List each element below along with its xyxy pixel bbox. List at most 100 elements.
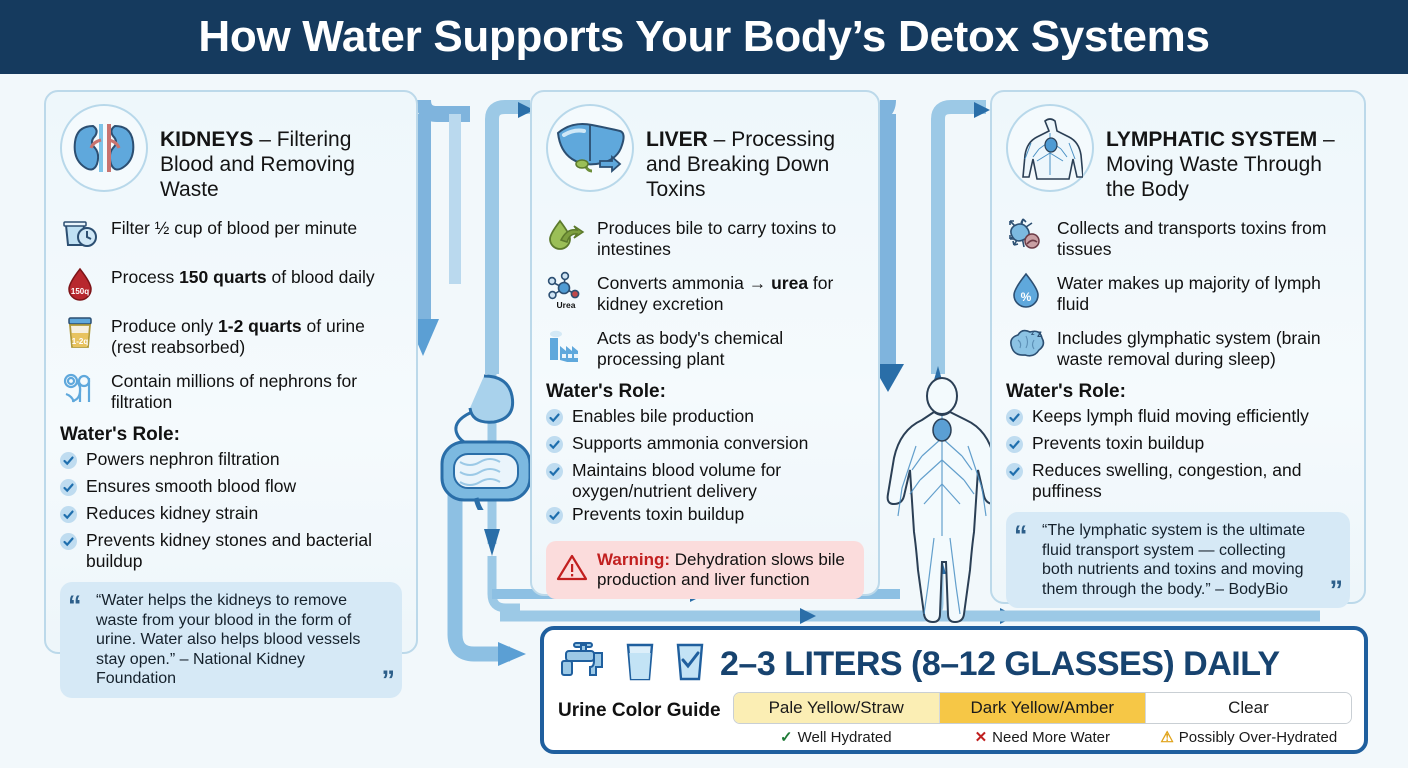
check-icon — [546, 409, 563, 431]
urine-guide-label: Urine Color Guide — [558, 700, 721, 721]
warning-mark-icon: ⚠ — [1160, 729, 1174, 746]
role-item: Reduces kidney strain — [60, 503, 402, 528]
fact-item: 150q Process 150 quarts of blood daily — [60, 265, 402, 303]
quote-text: “Water helps the kidneys to remove waste… — [96, 592, 361, 687]
panel-title-liver: LIVER – Processing and Breaking Down Tox… — [646, 102, 864, 202]
svg-text:Urea: Urea — [557, 300, 576, 310]
fact-text: Converts ammonia → urea for kidney excre… — [597, 273, 834, 314]
warning-text: Warning: Dehydration slows bile producti… — [597, 550, 845, 589]
panel-title-bold: KIDNEYS — [160, 128, 254, 151]
role-text: Prevents toxin buildup — [572, 504, 745, 524]
note-over-hydrated: ⚠ Possibly Over-Hydrated — [1146, 728, 1352, 747]
fact-text: Produces bile to carry toxins to intesti… — [597, 218, 837, 259]
panel-title-bold: LYMPHATIC SYSTEM — [1106, 128, 1318, 151]
brain-sleep-icon: z z — [1006, 326, 1046, 364]
nephron-icon — [60, 369, 100, 407]
fact-text: Filter ½ cup of blood per minute — [111, 218, 358, 238]
lymphatic-body-icon — [1022, 118, 1083, 180]
role-item: Keeps lymph fluid moving efficiently — [1006, 406, 1350, 431]
note-need-more-water: ✕ Need More Water — [939, 728, 1145, 747]
role-item: Prevents kidney stones and bacterial bui… — [60, 530, 402, 572]
fact-text: Water makes up majority of lymph fluid — [1057, 273, 1321, 314]
cross-mark-icon: ✕ — [974, 729, 988, 746]
note-text: Well Hydrated — [797, 728, 892, 746]
fact-text: Contain millions of nephrons for filtrat… — [111, 371, 358, 412]
note-text: Need More Water — [992, 728, 1110, 746]
facts-list: Collects and transports toxins from tiss… — [1006, 216, 1350, 370]
quote-box-lymphatic: “ “The lymphatic system is the ultimate … — [1006, 512, 1350, 608]
water-role-title: Water's Role: — [60, 424, 180, 445]
check-icon — [546, 463, 563, 485]
fact-text: Collects and transports toxins from tiss… — [1057, 218, 1327, 259]
svg-text:z: z — [1037, 329, 1042, 340]
role-item: Enables bile production — [546, 406, 864, 431]
svg-text:%: % — [1021, 290, 1032, 304]
water-role-title: Water's Role: — [1006, 381, 1126, 402]
fact-item: % Water makes up majority of lymph fluid — [1006, 271, 1350, 315]
liver-icon-circle — [546, 104, 634, 192]
check-icon — [60, 506, 77, 528]
check-mark-icon: ✓ — [780, 729, 793, 746]
fact-item: Collects and transports toxins from tiss… — [1006, 216, 1350, 260]
warning-box-liver: Warning: Dehydration slows bile producti… — [546, 541, 864, 599]
check-icon — [60, 479, 77, 501]
fact-text: Acts as body's chemical processing plant — [597, 328, 784, 369]
panel-header: KIDNEYS – Filtering Blood and Removing W… — [60, 102, 402, 202]
panel-title-rest: – Filtering Blood and Removing Waste — [160, 128, 355, 201]
fact-item: Urea Converts ammonia → urea for kidney … — [546, 271, 864, 315]
svg-text:150q: 150q — [71, 287, 89, 296]
role-text: Reduces swelling, congestion, and puffin… — [1032, 460, 1302, 501]
glass-water-icon — [620, 639, 660, 690]
role-text: Reduces kidney strain — [86, 503, 259, 523]
quote-close-icon: ” — [381, 664, 396, 695]
bile-drop-arrow-icon — [546, 216, 586, 254]
warning-triangle-icon — [556, 553, 588, 587]
fact-item: Filter ½ cup of blood per minute — [60, 216, 402, 254]
panel-title-rest: – Processing and Breaking Down Toxins — [646, 128, 836, 201]
note-well-hydrated: ✓ Well Hydrated — [733, 728, 939, 747]
swatch-pale-yellow[interactable]: Pale Yellow/Straw — [733, 693, 940, 723]
panel-header: LIVER – Processing and Breaking Down Tox… — [546, 102, 864, 202]
panel-header: LYMPHATIC SYSTEM – Moving Waste Through … — [1006, 102, 1350, 202]
quote-open-icon: “ — [1014, 520, 1028, 550]
facts-list: Produces bile to carry toxins to intesti… — [546, 216, 864, 370]
lymphatic-icon-circle — [1006, 104, 1094, 192]
check-icon — [60, 533, 77, 555]
role-text: Enables bile production — [572, 406, 754, 426]
role-text: Maintains blood volume for oxygen/nutrie… — [572, 460, 782, 501]
role-item: Supports ammonia conversion — [546, 433, 864, 458]
role-item: Ensures smooth blood flow — [60, 476, 402, 501]
water-role-list: Keeps lymph fluid moving efficiently Pre… — [1006, 406, 1350, 502]
quote-close-icon: ” — [1329, 575, 1344, 605]
role-text: Prevents kidney stones and bacterial bui… — [86, 530, 372, 571]
panel-kidneys: KIDNEYS – Filtering Blood and Removing W… — [44, 90, 418, 698]
faucet-icon — [558, 639, 610, 690]
panel-lymphatic: LYMPHATIC SYSTEM – Moving Waste Through … — [990, 90, 1366, 608]
cup-clock-icon — [60, 216, 100, 254]
water-drop-percent-icon: % — [1006, 271, 1046, 309]
daily-intake-banner: 2–3 LITERS (8–12 GLASSES) DAILY Urine Co… — [540, 626, 1368, 754]
panel-title-kidneys: KIDNEYS – Filtering Blood and Removing W… — [160, 102, 402, 202]
role-item: Reduces swelling, congestion, and puffin… — [1006, 460, 1350, 502]
swatch-clear[interactable]: Clear — [1145, 693, 1351, 723]
fact-item: Produces bile to carry toxins to intesti… — [546, 216, 864, 260]
fact-item: Contain millions of nephrons for filtrat… — [60, 369, 402, 413]
check-icon — [1006, 436, 1023, 458]
kidneys-icon — [73, 124, 135, 172]
quote-open-icon: “ — [68, 590, 82, 620]
check-icon — [1006, 463, 1023, 485]
role-item: Prevents toxin buildup — [1006, 433, 1350, 458]
swatch-dark-amber[interactable]: Dark Yellow/Amber — [939, 693, 1146, 723]
check-icon — [546, 436, 563, 458]
water-role-list: Enables bile production Supports ammonia… — [546, 406, 864, 529]
panel-liver: LIVER – Processing and Breaking Down Tox… — [530, 90, 880, 599]
urine-guide-notes: ✓ Well Hydrated ✕ Need More Water ⚠ Poss… — [733, 728, 1352, 747]
role-text: Prevents toxin buildup — [1032, 433, 1205, 453]
liver-icon — [556, 123, 625, 173]
water-role-list: Powers nephron filtration Ensures smooth… — [60, 449, 402, 572]
panel-title-rest: – Moving Waste Through the Body — [1106, 128, 1335, 201]
role-text: Ensures smooth blood flow — [86, 476, 297, 496]
banner-headline-row: 2–3 LITERS (8–12 GLASSES) DAILY — [558, 638, 1352, 690]
page-header: How Water Supports Your Body’s Detox Sys… — [0, 0, 1408, 74]
